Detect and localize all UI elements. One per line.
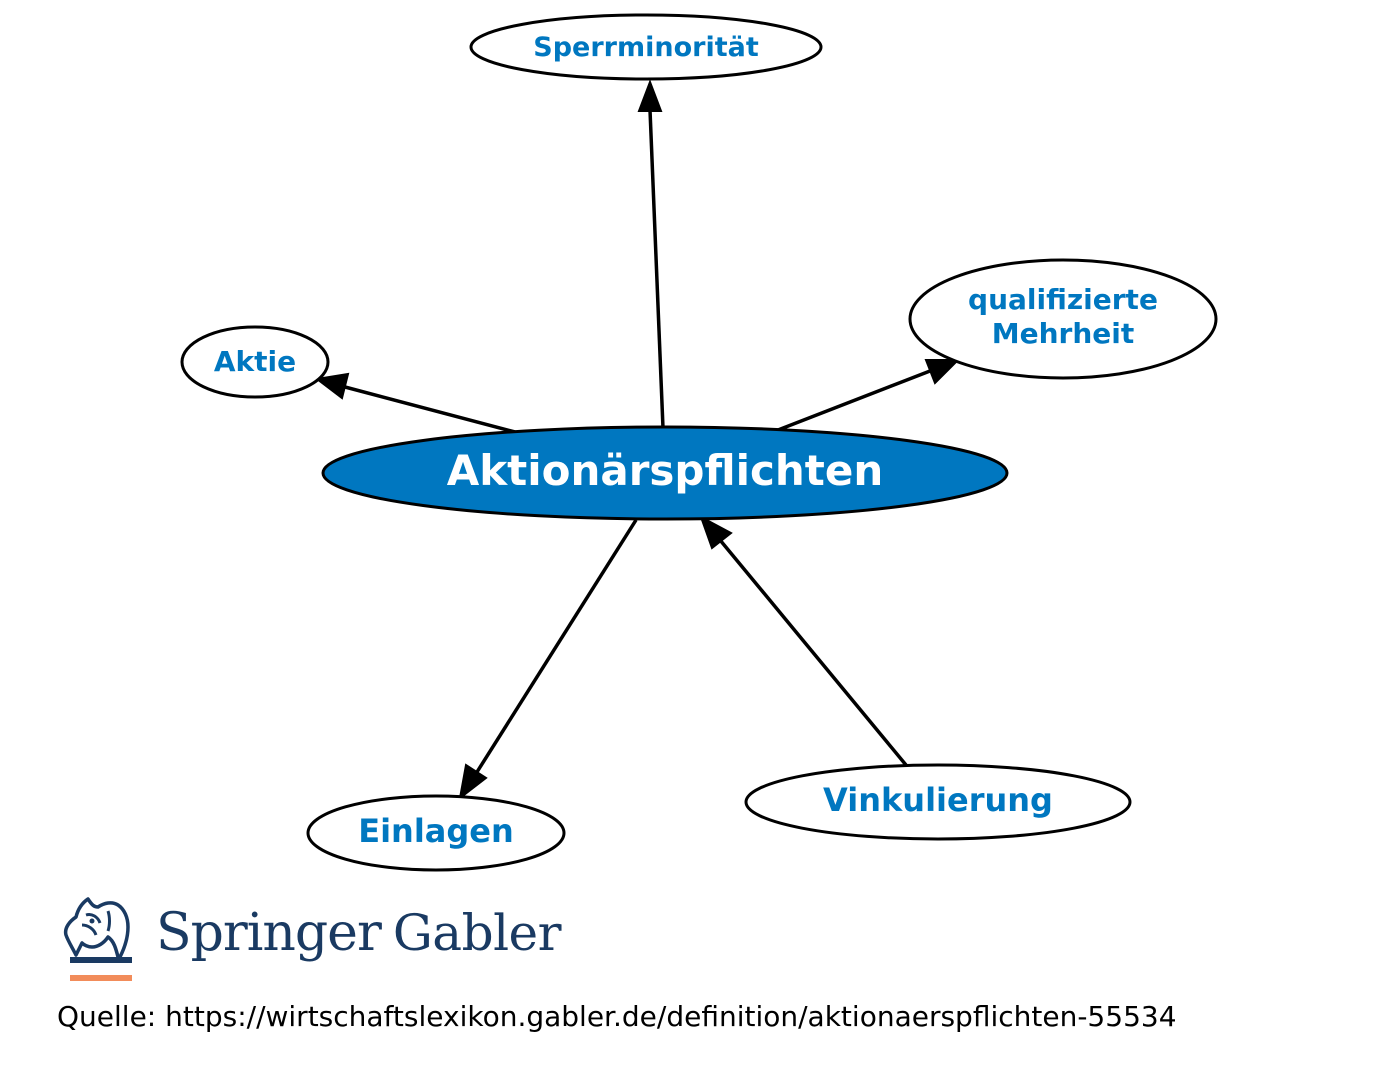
node-label-einlagen: Einlagen <box>358 812 514 850</box>
node-vinkulierung[interactable]: Vinkulierung <box>744 763 1132 841</box>
edge-to-aktie <box>344 385 516 434</box>
node-aktie[interactable]: Aktie <box>180 325 330 399</box>
node-label-sperrminoritaet: Sperrminorität <box>533 32 759 63</box>
arrowhead-aktie <box>314 372 350 400</box>
node-label-mehrheit: Mehrheit <box>992 317 1135 350</box>
arrowhead-aktionaerspflichten <box>699 514 733 550</box>
arrowhead-qualifizierte-mehrheit <box>924 359 961 385</box>
arrowhead-einlagen <box>458 763 488 801</box>
logo-springer: Springer <box>156 903 382 963</box>
edge-to-sperrminoritaet <box>648 109 665 429</box>
node-qualifizierte-mehrheit[interactable]: qualifizierte Mehrheit <box>908 258 1218 380</box>
edge-to-qualifizierte-mehrheit <box>777 369 931 432</box>
node-label-aktionaerspflichten: Aktionärspflichten <box>447 446 884 495</box>
arrowhead-sperrminoritaet <box>637 79 663 112</box>
node-label-vinkulierung: Vinkulierung <box>823 781 1053 819</box>
node-label-qualifizierte: qualifizierte <box>968 283 1158 316</box>
node-sperrminoritaet[interactable]: Sperrminorität <box>469 13 823 81</box>
edge-from-vinkulierung <box>718 538 908 767</box>
edge-to-einlagen <box>475 519 638 773</box>
logo-gabler: Gabler <box>392 904 562 962</box>
node-aktionaerspflichten[interactable]: Aktionärspflichten <box>321 425 1009 521</box>
knight-chess-icon <box>63 897 132 981</box>
concept-diagram: Sperrminorität Aktie qualifizierte Mehrh… <box>180 13 1218 872</box>
source-citation: Quelle: https://wirtschaftslexikon.gable… <box>57 1000 1177 1033</box>
node-einlagen[interactable]: Einlagen <box>306 794 566 872</box>
node-label-aktie: Aktie <box>214 345 296 378</box>
edges <box>314 79 961 801</box>
